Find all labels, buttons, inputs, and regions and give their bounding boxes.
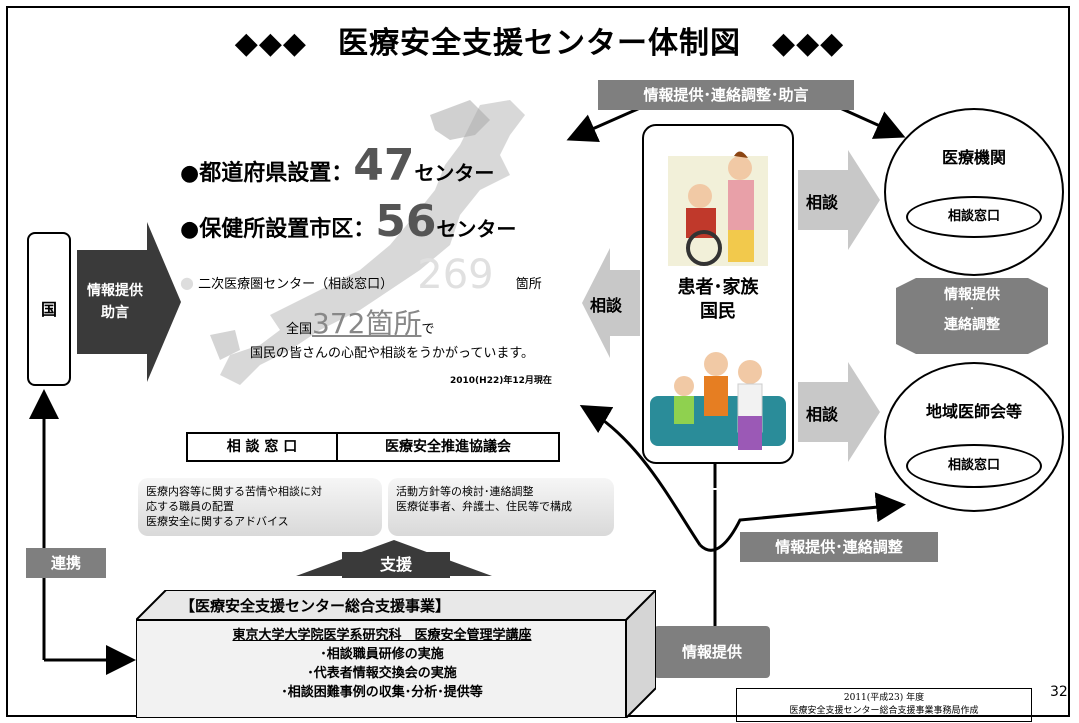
stat-prefecture-label: ●都道府県設置： (180, 161, 354, 186)
stat-total-prefix: 全国 (286, 322, 313, 337)
stat-hokenjo-num: 56 (375, 196, 437, 247)
right-mid-label: 情報提供 ･ 連絡調整 (896, 285, 1048, 335)
right-desc-line-2: 医療従事者、弁護士、住民等で構成 (396, 500, 572, 513)
soudan-left-arrow (582, 248, 640, 358)
stat-niji-num: 269 (417, 252, 494, 298)
right-mid-label-1: 情報提供 (944, 287, 1000, 303)
bottom-box-header: 【医療安全支援センター総合支援事業】 (180, 597, 451, 615)
renkei-label: 連携 (26, 548, 106, 578)
soudan-right-label-1: 相談 (806, 193, 839, 212)
footer-line-2: 医療安全支援センター総合支援事業事務局作成 (789, 706, 979, 716)
stat-total-num: 372箇所 (312, 307, 422, 340)
stat-niji-unit: 箇所 (515, 277, 542, 292)
left-desc-box: 医療内容等に関する苦情や相談に対 応する職員の配置 医療安全に関するアドバイス (138, 478, 382, 536)
right-mid-double-arrow (896, 278, 1048, 354)
joho-teikyo-label: 情報提供 (654, 626, 770, 678)
right-desc-box: 活動方針等の検討･連絡調整 医療従事者、弁護士、住民等で構成 (388, 478, 614, 536)
soudan-right-arrow-1 (798, 150, 880, 250)
patient-title: 患者･家族 国民 (644, 276, 792, 324)
kuni-arrow-label-1: 情報提供 (87, 283, 143, 299)
family-illustration (650, 352, 786, 450)
stat-niji-label: 二次医療圏センター（相談窓口） (198, 277, 394, 292)
iryo-kikan-title: 医療機関 (941, 148, 1006, 167)
patient-box: 患者･家族 国民 (642, 124, 794, 464)
header-row: 相 談 窓 口 医療安全推進協議会 (186, 432, 560, 462)
stat-prefecture-unit: センター (414, 161, 495, 185)
stat-message: 国民の皆さんの心配や相談をうかがっています。 (250, 346, 535, 361)
kuni-arrow-label-2: 助言 (101, 305, 129, 321)
patient-title-1: 患者･家族 (677, 277, 759, 298)
kuni-arrow-label: 情報提供 助言 (80, 280, 150, 324)
page-title: ◆◆◆ 医療安全支援センター体制図 ◆◆◆ (234, 26, 845, 61)
stat-prefecture-num: 47 (353, 140, 415, 191)
chiiki-window: 相談窓口 (906, 444, 1042, 488)
iryo-kikan-ellipse: 医療機関 相談窓口 (884, 108, 1064, 276)
joho-renraku-label: 情報提供･連絡調整 (740, 532, 938, 562)
chiiki-ellipse: 地域医師会等 相談窓口 (884, 362, 1064, 512)
japan-stats: ●都道府県設置：47センター ●保健所設置市区：56センター ● 二次医療圏セン… (180, 140, 600, 386)
stat-date: 2010(H22)年12月現在 (450, 376, 552, 386)
wheelchair-illustration (668, 151, 768, 266)
bottom-box-3d (136, 590, 656, 718)
soudan-left-label: 相談 (590, 296, 623, 315)
stat-hokenjo-label: ●保健所設置市区： (180, 217, 376, 242)
patient-title-2: 国民 (700, 301, 736, 322)
stat-hokenjo-unit: センター (436, 217, 517, 241)
right-desc-line-1: 活動方針等の検討･連絡調整 (396, 485, 534, 498)
page-number: 32 (1050, 684, 1068, 700)
soudan-right-label-2: 相談 (806, 405, 839, 424)
right-mid-label-2: 連絡調整 (944, 317, 1000, 333)
footer-line-1: 2011(平成23) 年度 (843, 693, 925, 703)
soudan-right-arrow-2 (798, 362, 880, 462)
left-desc-line-1: 医療内容等に関する苦情や相談に対 (146, 485, 322, 498)
kuni-arrow (77, 222, 181, 382)
right-mid-label-dot: ･ (969, 304, 975, 315)
bottom-box-content: 東京大学大学院医学系研究科 医療安全管理学講座 ･相談職員研修の実施 ･代表者情… (140, 626, 624, 702)
top-info-label: 情報提供･連絡調整･助言 (598, 80, 854, 110)
left-desc-line-3: 医療安全に関するアドバイス (146, 515, 289, 528)
kuni-box: 国 (27, 232, 71, 386)
kyogikai-header: 医療安全推進協議会 (385, 439, 511, 455)
japan-map (210, 100, 525, 385)
bottom-box-line-1: 東京大学大学院医学系研究科 医療安全管理学講座 (232, 628, 532, 643)
stat-total-suffix: で (421, 322, 435, 337)
shien-label: 支援 (342, 552, 450, 578)
iryo-kikan-window: 相談窓口 (906, 196, 1042, 238)
bottom-box-line-2: ･相談職員研修の実施 (320, 647, 444, 662)
chiiki-title: 地域医師会等 (925, 402, 1022, 421)
bottom-box-line-3: ･代表者情報交換会の実施 (307, 666, 457, 681)
bottom-box-line-4: ･相談困難事例の収集･分析･提供等 (281, 685, 483, 700)
soudan-madoguchi-header: 相 談 窓 口 (188, 434, 338, 460)
footer-credit: 2011(平成23) 年度 医療安全支援センター総合支援事業事務局作成 (736, 688, 1032, 722)
left-desc-line-2: 応する職員の配置 (146, 500, 234, 513)
